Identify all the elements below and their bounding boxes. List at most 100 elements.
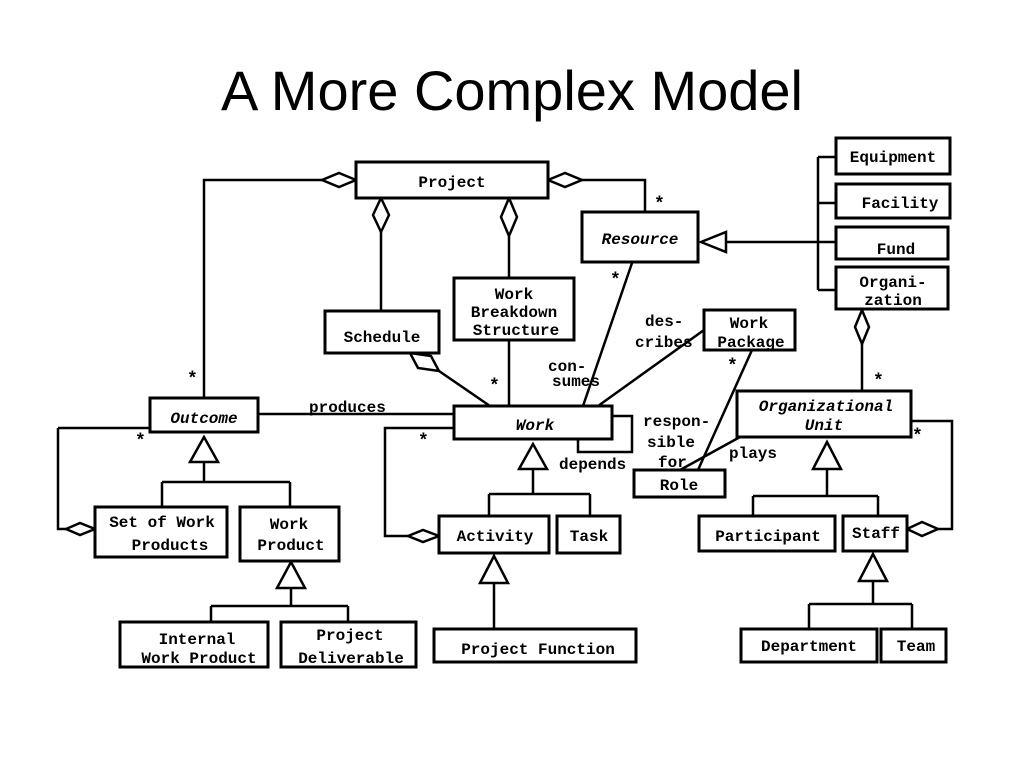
class-outcome: Outcome [148,396,260,434]
triangle-staff [856,551,890,583]
multiplicity-resource-work: * [610,271,621,291]
svg-text:Work Product: Work Product [141,650,256,668]
triangle-org-unit [810,439,844,471]
class-organizational-unit: Organizational Unit [735,389,913,439]
multiplicity-orgunit-organization: * [873,372,884,392]
svg-text:Work: Work [270,516,309,534]
svg-text:Internal: Internal [159,631,236,649]
project-outcome-line [202,178,322,398]
work-workpackage-line [597,328,705,408]
svg-text:Outcome: Outcome [170,410,237,428]
diamond-project-right [544,171,586,189]
class-participant: Participant [697,514,837,553]
class-activity: Activity [437,514,551,555]
svg-text:Equipment: Equipment [850,149,936,167]
diamond-project-wbs [499,194,519,240]
label-plays: plays [729,445,777,463]
svg-text:Task: Task [570,528,609,546]
multiplicity-outcome-project: * [187,370,198,390]
label-describes: des- cribes [635,313,693,352]
diamond-project-left [318,171,360,189]
class-project-function: Project Function [432,627,638,664]
svg-text:Product: Product [257,537,324,555]
work-depends-loop [576,414,634,454]
class-fund: Fund [834,225,950,261]
project-resource-line [582,178,647,212]
class-facility: Facility [834,182,952,220]
association-labels: produces con- sumes des- cribes respon- … [309,313,777,474]
class-resource: Resource [580,210,700,264]
svg-text:Products: Products [132,537,209,555]
workproduct-generalization-line [209,588,350,622]
svg-text:Deliverable: Deliverable [298,650,404,668]
svg-text:Department: Department [761,638,857,656]
svg-text:Organizational: Organizational [759,398,893,416]
staff-generalization-line [807,581,914,629]
svg-text:Unit: Unit [805,417,843,435]
multiplicities: * * * * * * * * * [135,195,923,452]
class-wbs: Work Breakdown Structure [452,276,576,342]
multiplicity-resource: * [654,195,665,215]
activity-work-line [383,426,454,538]
svg-text:Project: Project [418,174,485,192]
diamond-staff [904,520,942,538]
label-responsible-for: respon- sible for [643,413,720,472]
class-department: Department [739,627,879,664]
svg-text:Set of Work: Set of Work [109,514,215,532]
svg-text:Resource: Resource [602,231,679,249]
class-task: Task [555,514,622,555]
class-internal-work-product: Internal Work Product [118,620,270,669]
triangle-resource [697,230,728,254]
class-staff: Staff [841,514,909,553]
svg-text:Project Function: Project Function [461,641,615,659]
svg-text:Participant: Participant [715,528,821,546]
triangle-outcome [187,434,221,464]
class-project-deliverable: Project Deliverable [279,620,418,669]
triangle-work [516,441,550,471]
class-work: Work [452,404,614,441]
svg-text:Activity: Activity [457,528,534,546]
aggregation-diamonds [62,171,942,544]
svg-text:Role: Role [660,477,698,495]
svg-text:Structure: Structure [473,322,559,340]
svg-text:zation: zation [864,292,922,310]
svg-text:Fund: Fund [877,241,915,259]
resource-subtypes-bus [816,155,836,292]
svg-text:Staff: Staff [852,525,900,543]
svg-text:Organi-: Organi- [859,274,926,292]
class-schedule: Schedule [323,309,441,355]
role-orgunit-line [679,435,741,472]
svg-text:Work: Work [730,315,769,333]
work-resource-line [581,262,634,407]
triangle-activity [477,553,511,585]
work-generalization-line [487,469,592,516]
multiplicity-work-activity: * [418,432,429,452]
multiplicity-outcome-set: * [135,432,146,452]
class-team: Team [879,627,948,664]
diamond-project-schedule [371,195,391,235]
triangle-work-product [274,559,308,590]
label-produces: produces [309,399,386,417]
class-project: Project [354,160,550,200]
orgunit-generalization-line [751,469,880,516]
page-title: A More Complex Model [220,59,803,122]
multiplicity-work-wbs: * [489,377,500,397]
workpackage-role-line [696,349,754,471]
svg-text:Team: Team [897,638,936,656]
label-consumes: con- sumes [548,358,600,391]
diamond-set-of-work-products [62,521,99,537]
class-equipment: Equipment [834,136,952,176]
multiplicity-orgunit-staff: * [912,427,923,447]
generalization-triangles [187,230,890,590]
class-role: Role [632,468,727,499]
outcome-generalization-line [160,462,292,507]
label-depends: depends [559,456,626,474]
diamond-activity [404,528,443,544]
diamond-schedule-work [407,351,442,373]
svg-text:Facility: Facility [862,195,939,213]
class-set-of-work-products: Set of Work Products [93,505,229,559]
svg-text:Breakdown: Breakdown [471,304,557,322]
work-schedule-line [438,369,491,408]
connectors [56,155,954,629]
